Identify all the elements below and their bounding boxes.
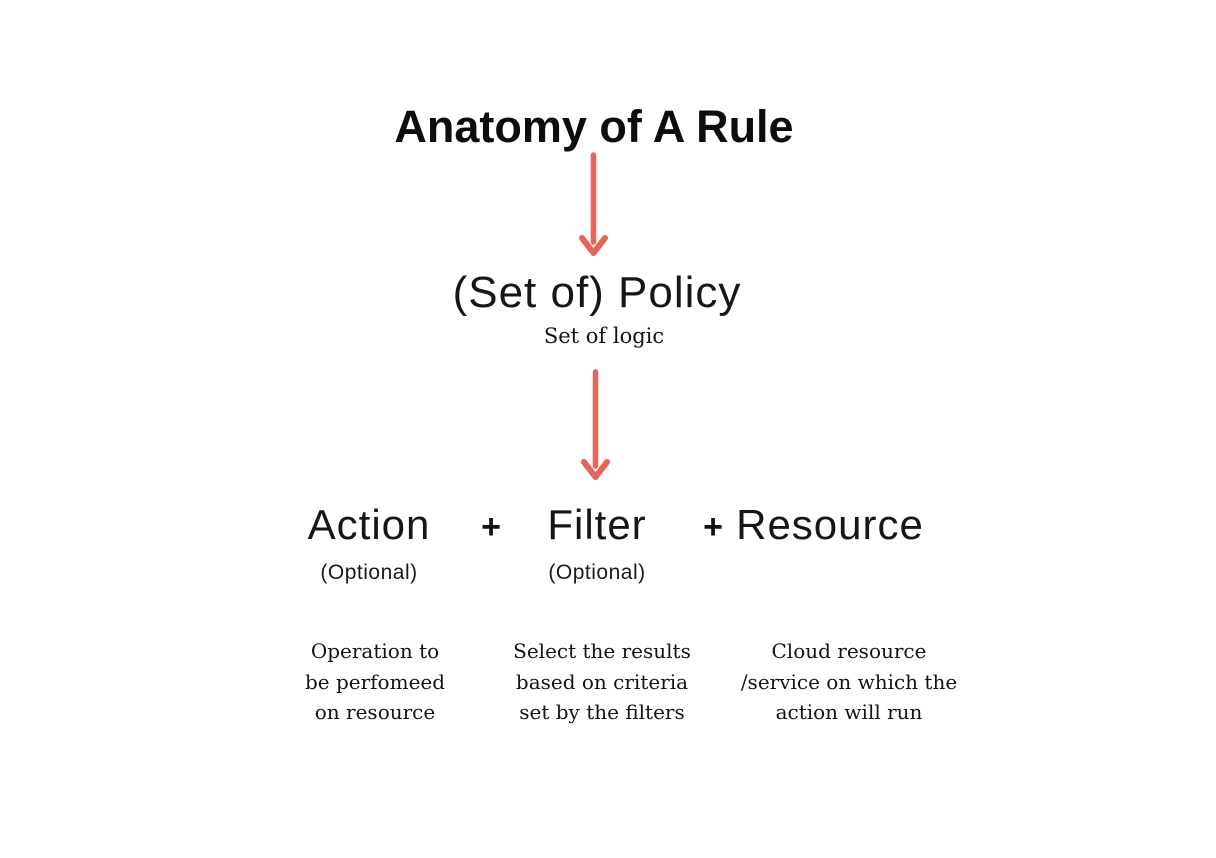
- optional-tag-filter: (Optional): [548, 561, 646, 584]
- diagram-title: Anatomy of A Rule: [394, 101, 794, 152]
- optional-tag-action: (Optional): [320, 561, 418, 584]
- arrow-down-icon: [581, 369, 610, 480]
- arrow-head: [579, 235, 608, 256]
- policy-subheading: Set of logic: [543, 324, 665, 348]
- policy-heading: (Set of) Policy: [452, 268, 742, 317]
- arrow-down-icon: [579, 152, 608, 256]
- component-label-resource: Resource: [736, 501, 924, 548]
- plus-sign: +: [703, 508, 723, 546]
- description-resource: Cloud resource /service on which the act…: [740, 639, 958, 724]
- description-action: Operation to be perfomeed on resource: [304, 639, 446, 724]
- component-label-filter: Filter: [547, 501, 647, 548]
- arrow-head: [581, 459, 610, 480]
- plus-sign: +: [481, 508, 501, 546]
- description-filter: Select the results based on criteria set…: [513, 639, 691, 724]
- component-label-action: Action: [307, 501, 431, 548]
